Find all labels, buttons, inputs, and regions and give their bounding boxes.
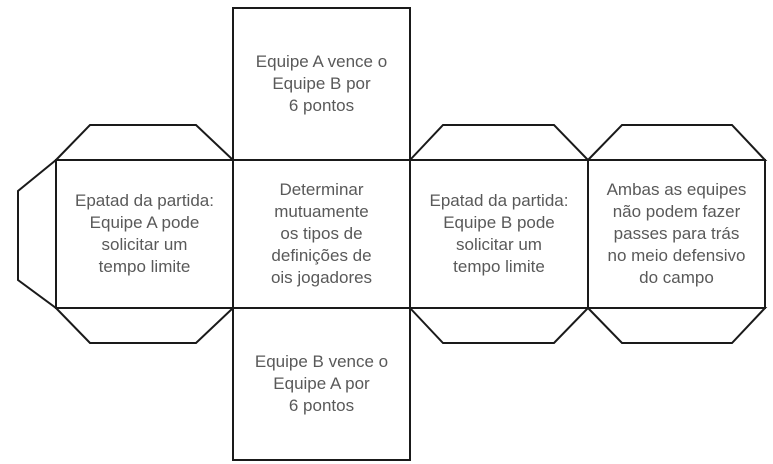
flap-far-right-face-bottom [585,307,768,344]
face-center-outline [232,159,411,309]
face-left-outline [55,159,234,309]
flap-left-face-side [17,157,57,310]
flap-left-face-top [53,124,236,161]
flap-far-right-face-top [585,124,768,161]
flap-right-face-bottom [407,307,591,344]
face-top-outline [232,7,411,161]
face-bottom-outline [232,307,411,461]
face-far-right-outline [587,159,766,309]
flap-left-face-bottom [53,307,236,344]
face-right-outline [409,159,589,309]
flap-right-face-top [407,124,591,161]
